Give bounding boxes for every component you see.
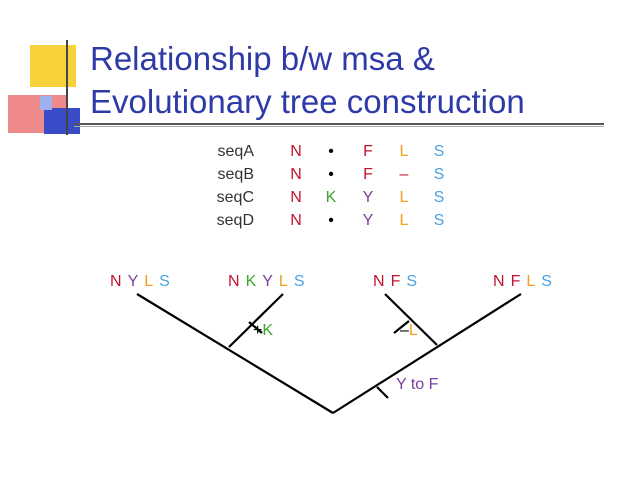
slide-title-line1: Relationship b/w msa &: [90, 40, 435, 77]
title-underline: [74, 123, 604, 125]
alignment-residue: •: [328, 212, 334, 229]
leaf-residue: L: [144, 273, 154, 290]
annotation-residue: K: [262, 322, 274, 339]
alignment-residue: N: [290, 189, 302, 206]
alignment-residue: –: [399, 166, 409, 183]
leaf-residue: Y: [262, 273, 273, 290]
slide-title-line2: Evolutionary tree construction: [90, 83, 525, 120]
alignment-residue: L: [399, 212, 409, 229]
alignment-residue: K: [325, 189, 337, 206]
tree-tick-l: [393, 320, 410, 334]
alignment-residue: S: [433, 143, 445, 160]
alignment-residue: N: [290, 212, 302, 229]
decor-square-lightblue: [40, 96, 52, 110]
tree-tick-yf: [376, 386, 389, 399]
alignment-residue: S: [433, 189, 445, 206]
leaf-residue: S: [406, 273, 418, 290]
alignment-residue: F: [363, 166, 373, 183]
leaf-residue: Y: [127, 273, 139, 290]
alignment-residue: Y: [362, 212, 374, 229]
decor-square-yellow: [30, 45, 76, 87]
tree-tick-k: [248, 321, 263, 334]
annotation-minus-l: –L: [400, 322, 418, 340]
leaf-residue: L: [278, 273, 288, 290]
alignment-residue: L: [399, 143, 409, 160]
decor-vertical-line: [66, 40, 68, 135]
alignment-seq-name: seqB: [217, 166, 254, 183]
leaf-residue: F: [510, 273, 521, 290]
title-underline-shadow: [74, 126, 604, 127]
alignment-residue: F: [363, 143, 373, 160]
leaf-residue: N: [110, 273, 122, 290]
alignment-residue: N: [290, 166, 302, 183]
leaf-residue: F: [390, 273, 401, 290]
tree-branch-right: [332, 293, 522, 414]
annotation-residue: L: [408, 322, 418, 339]
alignment-residue: N: [290, 143, 302, 160]
decor-square-blue: [44, 108, 80, 134]
leaf-residue: S: [293, 273, 305, 290]
tree-branch-nkyls: [228, 293, 284, 348]
leaf-residue: S: [159, 273, 170, 290]
alignment-residue: S: [433, 212, 445, 229]
alignment-seq-name: seqD: [216, 212, 254, 229]
alignment-seq-name: seqA: [217, 143, 254, 160]
leaf-residue: S: [541, 273, 552, 290]
alignment-residue: •: [328, 143, 334, 160]
annotation-prefix: +: [253, 322, 263, 339]
leaf-residue: N: [373, 273, 385, 290]
alignment-residue: L: [399, 189, 409, 206]
alignment-residue: S: [433, 166, 445, 183]
tree-branch-nfs: [384, 293, 438, 346]
leaf-residue: L: [526, 273, 536, 290]
alignment-residue: •: [328, 166, 334, 183]
annotation-residue: Y to F: [396, 376, 439, 393]
leaf-residue: N: [493, 273, 505, 290]
leaf-residue: N: [228, 273, 240, 290]
leaf-residue: K: [245, 273, 257, 290]
annotation-plus-k: +K: [253, 322, 273, 340]
annotation-y-to-f: Y to F: [396, 376, 438, 394]
tree-branch-left: [136, 293, 334, 414]
annotation-prefix: –: [400, 322, 409, 339]
alignment-residue: Y: [362, 189, 374, 206]
alignment-seq-name: seqC: [216, 189, 254, 206]
